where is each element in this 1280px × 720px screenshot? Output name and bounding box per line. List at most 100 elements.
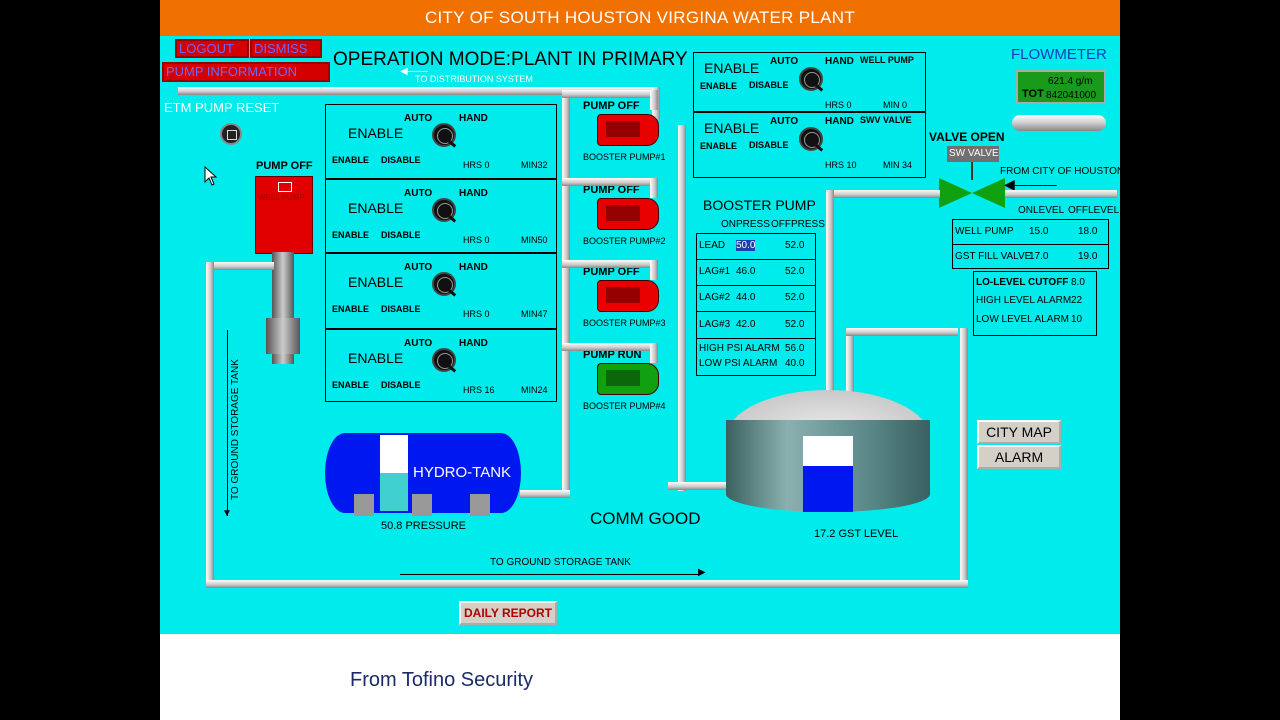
onpress-value: 44.0 (736, 292, 756, 303)
alarm-row-name: LOW LEVEL ALARM (976, 314, 1069, 325)
hours-run: HRS 0 (463, 309, 490, 319)
high-psi-value: 56.0 (785, 343, 805, 354)
level-row-name: WELL PUMP (955, 226, 1014, 237)
operation-mode: OPERATION MODE:PLANT IN PRIMARY (333, 49, 688, 70)
well-pump-label: WELL PUMP (258, 193, 305, 202)
selector-switch-icon[interactable] (432, 348, 456, 372)
offpress-value: 52.0 (785, 266, 805, 277)
mouse-cursor-icon (204, 166, 218, 186)
booster-pump-3-icon[interactable] (597, 280, 659, 312)
well-pump-motor[interactable]: WELL PUMP (255, 176, 313, 254)
alarm-table (973, 271, 1097, 336)
alarm-row-value: 8.0 (1071, 277, 1085, 288)
minutes-run: MIN 0 (883, 100, 908, 110)
level-row-divider (952, 244, 1109, 245)
tot-value: 842041000 (1046, 90, 1097, 101)
panel-tag: WELL PUMP (860, 55, 914, 65)
etm-reset-button[interactable] (220, 123, 242, 145)
booster-pump-1-icon[interactable] (597, 114, 659, 146)
well-pump-pipe (208, 262, 274, 270)
hours-run: HRS 10 (825, 160, 857, 170)
to-gst-bottom-label: TO GROUND STORAGE TANK (490, 557, 631, 568)
booster-pump-4-icon[interactable] (597, 363, 659, 395)
alarm-row-value: 10 (1071, 314, 1083, 325)
selector-switch-icon[interactable] (799, 67, 823, 91)
auto-label: AUTO (404, 113, 433, 124)
hmi-screen: CITY OF SOUTH HOUSTON VIRGINA WATER PLAN… (160, 0, 1120, 634)
well-pump-bowl (266, 318, 300, 354)
bottom-return-pipe (206, 580, 968, 588)
to-gst-vertical-label: TO GROUND STORAGE TANK (230, 359, 241, 500)
hand-label: HAND (459, 262, 488, 273)
tank-leg-2 (412, 494, 432, 516)
from-city-label: FROM CITY OF HOUSTON (1000, 166, 1120, 177)
onpress-value[interactable]: 50.0 (736, 240, 756, 251)
selector-switch-icon[interactable] (432, 198, 456, 222)
selector-switch-icon[interactable] (799, 127, 823, 151)
row-divider (696, 311, 816, 312)
enable-label: ENABLE (704, 120, 760, 136)
dismiss-button[interactable]: DISMISS (250, 39, 322, 58)
booster-table-title: BOOSTER PUMP (703, 197, 816, 213)
enable-small-label: ENABLE (332, 304, 370, 314)
sw-valve-tag-bg: SW VALVE (947, 146, 999, 162)
booster-pump-2-icon[interactable] (597, 198, 659, 230)
selector-switch-icon[interactable] (432, 272, 456, 296)
pump-information-button[interactable]: PUMP INFORMATION (162, 62, 330, 82)
low-psi-value: 40.0 (785, 358, 805, 369)
auto-label: AUTO (770, 116, 799, 127)
disable-small-label: DISABLE (749, 80, 789, 90)
flow-rate: 621.4 g/m (1048, 76, 1093, 87)
level-on-value: 15.0 (1029, 226, 1049, 237)
flowmeter-display: 621.4 g/m TOT 842041000 (1016, 70, 1106, 104)
minutes-run: MIN50 (521, 235, 548, 245)
booster-table (696, 233, 816, 376)
booster-suction-pipe (562, 178, 658, 186)
comm-status: COMM GOOD (590, 509, 701, 528)
video-frame: CITY OF SOUTH HOUSTON VIRGINA WATER PLAN… (160, 0, 1120, 720)
header-pipe (562, 95, 570, 495)
booster-label: BOOSTER PUMP#2 (583, 236, 666, 246)
daily-report-button[interactable]: DAILY REPORT (459, 601, 557, 625)
disable-small-label: DISABLE (749, 140, 789, 150)
city-supply-pipe (1005, 190, 1117, 198)
hours-run: HRS 0 (463, 160, 490, 170)
city-map-button[interactable]: CITY MAP (977, 420, 1061, 444)
selector-switch-icon[interactable] (432, 123, 456, 147)
title-bar: CITY OF SOUTH HOUSTON VIRGINA WATER PLAN… (160, 0, 1120, 36)
disable-small-label: DISABLE (381, 230, 421, 240)
enable-small-label: ENABLE (332, 230, 370, 240)
sw-valve-tag: SW VALVE (949, 148, 999, 159)
level-off-value: 18.0 (1078, 226, 1098, 237)
down-arrow-icon: ▼ (222, 508, 232, 519)
hand-label: HAND (825, 116, 854, 127)
gst-tank (726, 420, 930, 512)
enable-label: ENABLE (704, 60, 760, 76)
gst-fill-pipe (668, 482, 728, 490)
booster-suction-pipe (562, 260, 658, 268)
offpress-header: OFFPRESS (771, 219, 825, 230)
auto-label: AUTO (770, 56, 799, 67)
low-psi-label: LOW PSI ALARM (699, 358, 778, 369)
alarm-row-name: HIGH LEVEL ALARM (976, 295, 1072, 306)
booster-riser (650, 343, 658, 363)
tank-leg-1 (354, 494, 374, 516)
auto-label: AUTO (404, 262, 433, 273)
valve-icon[interactable] (939, 178, 1005, 208)
minutes-run: MIN 34 (883, 160, 913, 170)
row-name: LAG#3 (699, 319, 731, 330)
hours-run: HRS 0 (463, 235, 490, 245)
disable-small-label: DISABLE (381, 304, 421, 314)
offpress-value: 52.0 (785, 292, 805, 303)
booster-status: PUMP RUN (583, 349, 642, 361)
tot-label: TOT (1022, 88, 1044, 100)
logout-button[interactable]: LOGOUT (175, 39, 249, 58)
onpress-value: 42.0 (736, 319, 756, 330)
minutes-run: MIN47 (521, 309, 548, 319)
alarm-button[interactable]: ALARM (977, 445, 1061, 469)
level-off-value: 19.0 (1078, 251, 1098, 262)
onlevel-header: ONLEVEL (1018, 205, 1065, 216)
booster-status: PUMP OFF (583, 266, 640, 278)
row-name: LAG#1 (699, 266, 731, 277)
